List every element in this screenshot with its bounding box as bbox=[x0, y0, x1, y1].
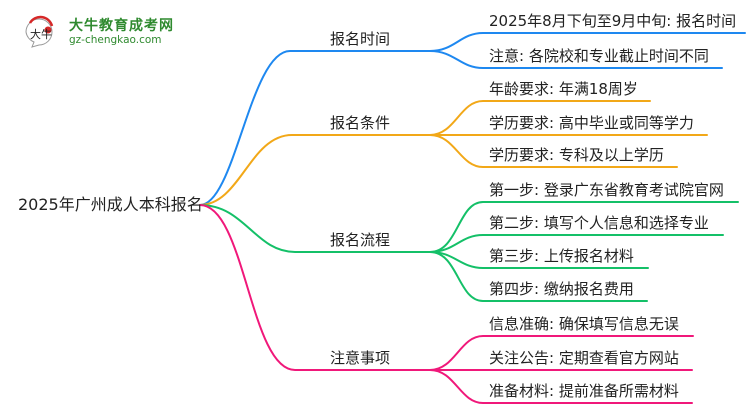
connector-proc-1 bbox=[429, 201, 739, 253]
branch-registration-process[interactable]: 报名流程 bbox=[330, 231, 391, 249]
connector-root-notes bbox=[199, 204, 431, 371]
logo-title: 大牛教育成考网 bbox=[69, 18, 174, 34]
ox-logo-icon: 大牛 bbox=[25, 15, 54, 48]
connector-root-conditions bbox=[199, 134, 431, 206]
leaf-time-period[interactable]: 2025年8月下旬至9月中旬: 报名时间 bbox=[489, 12, 737, 30]
connector-time-1 bbox=[429, 32, 746, 52]
connector-proc-2 bbox=[429, 234, 724, 253]
connector-proc-4 bbox=[429, 251, 648, 302]
leaf-education-highschool[interactable]: 学历要求: 高中毕业或同等学力 bbox=[489, 114, 694, 132]
brand-logo: 大牛 大牛教育成考网 gz-chengkao.com bbox=[14, 10, 184, 50]
leaf-step-2[interactable]: 第二步: 填写个人信息和选择专业 bbox=[489, 214, 709, 232]
leaf-age-requirement[interactable]: 年龄要求: 年满18周岁 bbox=[489, 80, 638, 98]
connector-cond-1 bbox=[429, 100, 651, 136]
leaf-note-accuracy[interactable]: 信息准确: 确保填写信息无误 bbox=[489, 315, 679, 333]
connector-root-time bbox=[199, 50, 431, 206]
connector-root-process bbox=[199, 204, 431, 253]
branch-registration-conditions[interactable]: 报名条件 bbox=[330, 114, 391, 132]
leaf-time-note[interactable]: 注意: 各院校和专业截止时间不同 bbox=[489, 47, 709, 65]
root-node[interactable]: 2025年广州成人本科报名 bbox=[18, 195, 203, 214]
leaf-step-4[interactable]: 第四步: 缴纳报名费用 bbox=[489, 280, 634, 298]
leaf-education-college[interactable]: 学历要求: 专科及以上学历 bbox=[489, 146, 664, 164]
leaf-note-announcements[interactable]: 关注公告: 定期查看官方网站 bbox=[489, 349, 679, 367]
leaf-step-1[interactable]: 第一步: 登录广东省教育考试院官网 bbox=[489, 181, 724, 199]
connector-time-2 bbox=[429, 50, 723, 69]
leaf-step-3[interactable]: 第三步: 上传报名材料 bbox=[489, 247, 634, 265]
logo-url: gz-chengkao.com bbox=[69, 34, 162, 46]
connector-cond-3 bbox=[429, 134, 678, 168]
svg-text:大牛: 大牛 bbox=[30, 27, 52, 41]
branch-notes[interactable]: 注意事项 bbox=[330, 349, 391, 367]
branch-registration-time[interactable]: 报名时间 bbox=[330, 30, 391, 48]
connector-note-1 bbox=[429, 335, 694, 371]
leaf-note-materials[interactable]: 准备材料: 提前准备所需材料 bbox=[489, 382, 679, 400]
connector-note-3 bbox=[429, 369, 693, 404]
